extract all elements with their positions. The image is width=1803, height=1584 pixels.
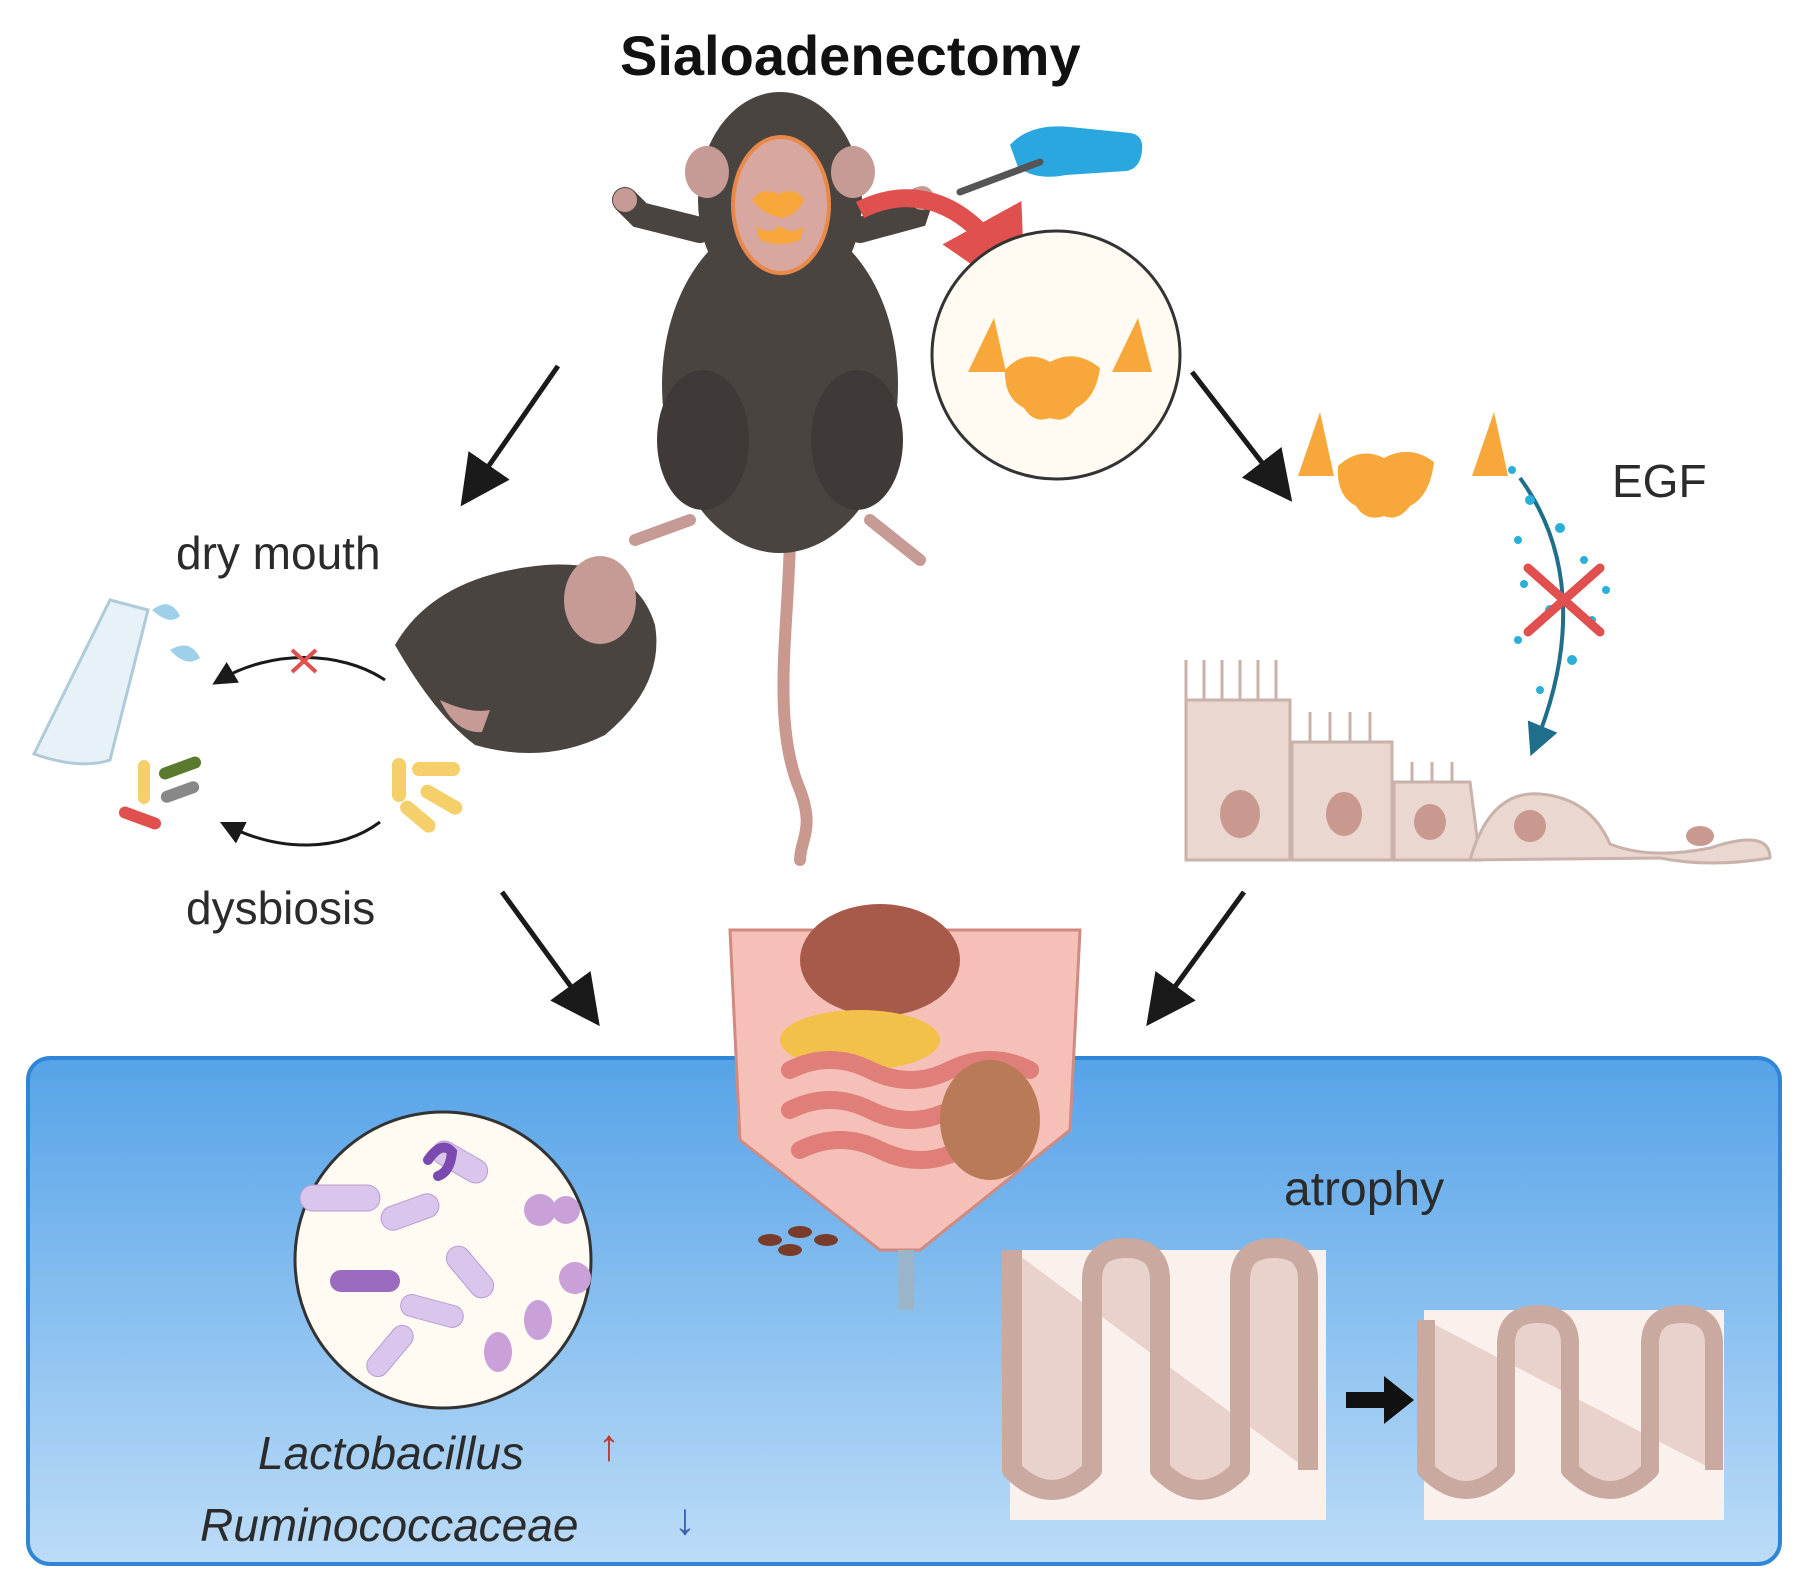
label-ruminococcaceae: Ruminococcaceae xyxy=(200,1499,579,1551)
mouse-head-icon xyxy=(395,556,657,753)
villi-icon xyxy=(1002,1238,1724,1520)
epithelium-icon xyxy=(1184,660,1772,865)
bacteria-icon xyxy=(118,756,463,833)
label-lactobacillus: Lactobacillus xyxy=(258,1427,524,1479)
scalpel-hand-icon xyxy=(956,126,1143,196)
salivary-gland-icon-small xyxy=(1298,412,1508,518)
mouse-icon xyxy=(612,92,934,866)
arrow-to-egf xyxy=(1190,370,1293,502)
up-arrow-icon: ↑ xyxy=(598,1421,620,1470)
label-egf: EGF xyxy=(1612,455,1707,507)
dysbiosis-arrow xyxy=(219,820,381,847)
diagram-title: Sialoadenectomy xyxy=(620,24,1081,87)
saliva-arrow xyxy=(212,656,386,685)
block-x-small xyxy=(290,648,318,674)
label-dry-mouth: dry mouth xyxy=(176,527,381,579)
egf-arrow xyxy=(1518,476,1566,757)
block-x-large xyxy=(1523,563,1605,637)
intestine-icon xyxy=(728,904,1082,1310)
arrow-cells-to-gut xyxy=(1146,890,1247,1027)
tube-icon xyxy=(31,598,200,766)
bacteria-circle xyxy=(293,1110,593,1410)
down-arrow-icon: ↓ xyxy=(674,1495,696,1544)
salivary-gland-icon xyxy=(930,229,1182,481)
arrow-to-drymouth xyxy=(460,364,561,507)
arrow-dysbiosis-to-gut xyxy=(499,890,600,1027)
label-dysbiosis: dysbiosis xyxy=(186,882,376,934)
label-atrophy: atrophy xyxy=(1284,1163,1445,1216)
